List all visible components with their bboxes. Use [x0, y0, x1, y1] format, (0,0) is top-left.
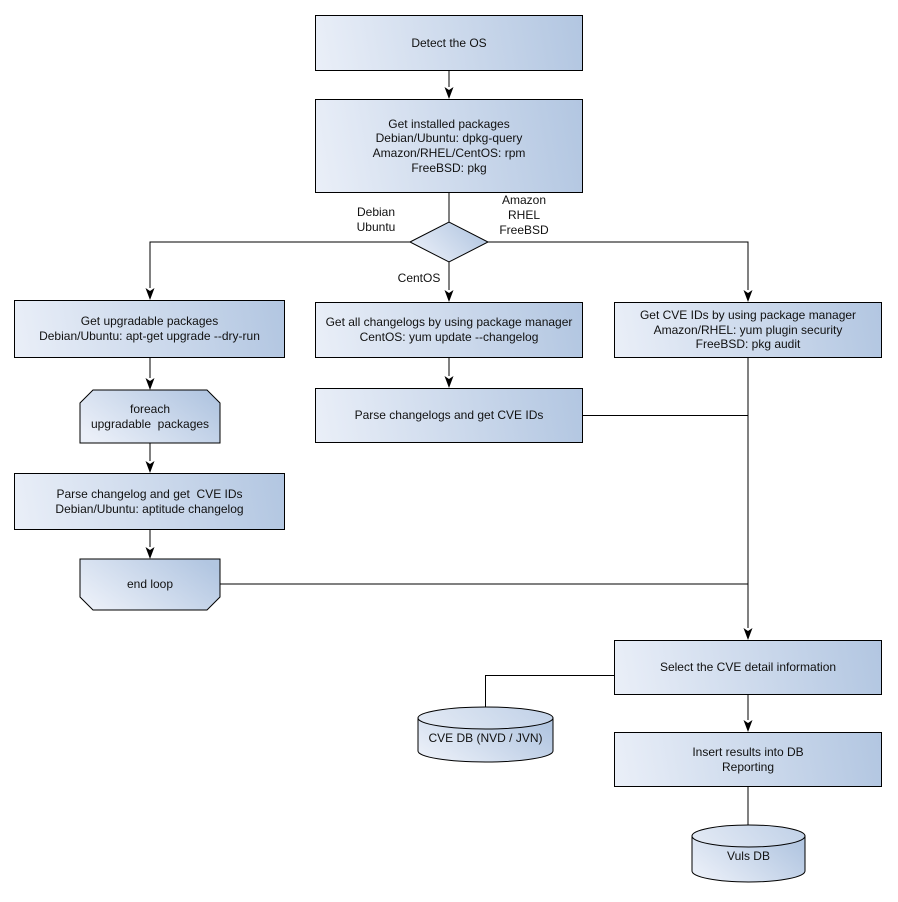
node-get-upgradable-packages: Get upgradable packages Debian/Ubuntu: a…: [14, 300, 285, 358]
cve-db-cylinder: [417, 706, 554, 763]
edge-label-amazon-rhel-freebsd: Amazon RHEL FreeBSD: [499, 193, 549, 237]
node-get-all-changelogs: Get all changelogs by using package mana…: [315, 302, 583, 358]
node-parse-changelogs: Parse changelogs and get CVE IDs: [315, 388, 583, 443]
node-parse-changelog: Parse changelog and get CVE IDs Debian/U…: [14, 473, 285, 530]
node-get-installed-packages: Get installed packages Debian/Ubuntu: dp…: [315, 99, 583, 193]
edge-cvedb-to-select: [485, 675, 614, 708]
edge-decision-to-cveids: [488, 241, 753, 302]
node-select-cve-detail: Select the CVE detail information: [614, 640, 882, 695]
os-decision-diamond: [408, 221, 490, 263]
node-get-cve-ids: Get CVE IDs by using package manager Ama…: [614, 302, 882, 358]
node-detect-os: Detect the OS: [315, 15, 583, 71]
vuls-db-cylinder: [691, 824, 806, 883]
node-insert-results: Insert results into DB Reporting: [614, 732, 882, 787]
edge-label-debian-ubuntu: Debian Ubuntu: [356, 205, 396, 234]
edge-decision-to-upgradable: [145, 241, 410, 300]
edge-label-centos: CentOS: [397, 271, 441, 285]
end-loop-shape: [79, 558, 221, 611]
foreach-loop-shape: [79, 389, 221, 444]
